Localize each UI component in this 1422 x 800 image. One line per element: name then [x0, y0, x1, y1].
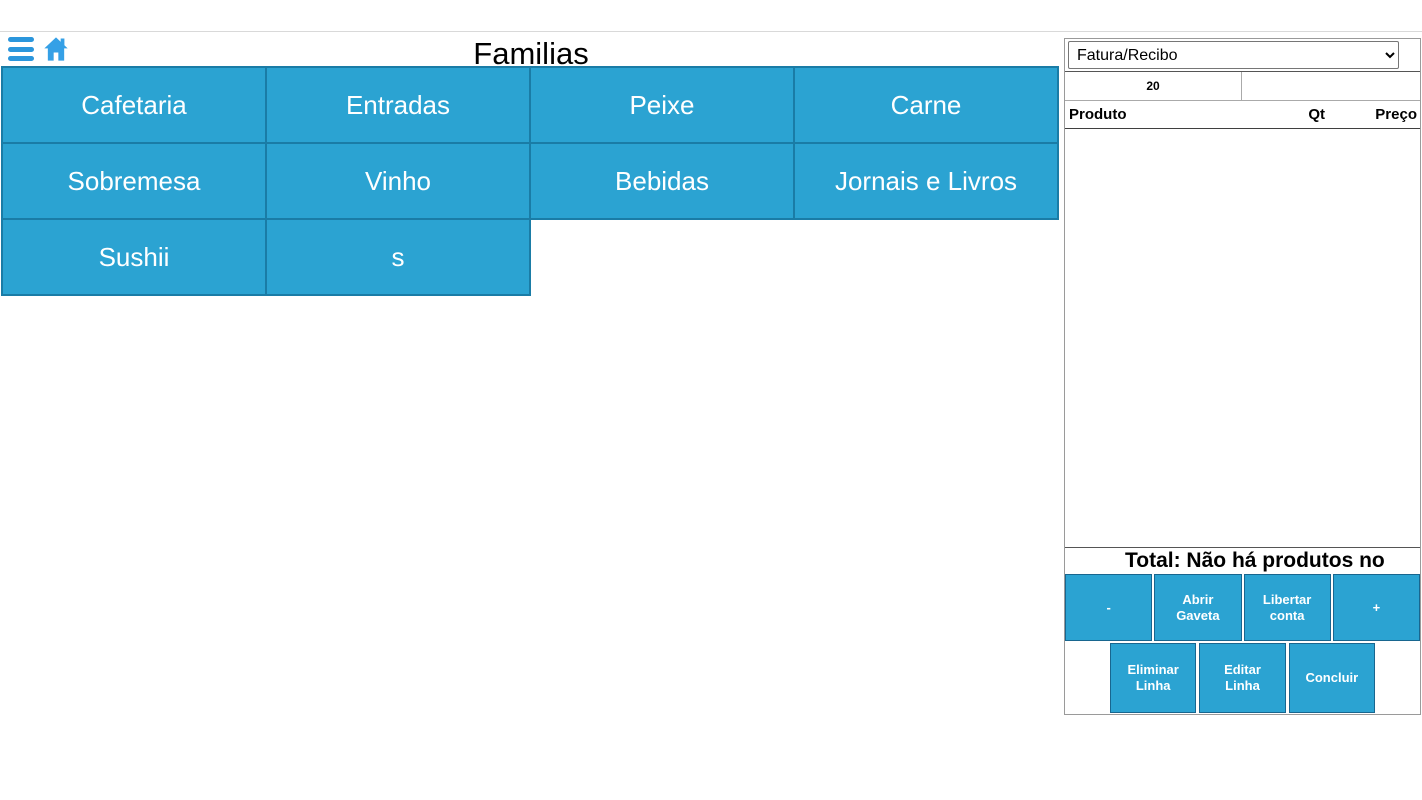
edit-line-button[interactable]: Editar Linha — [1199, 643, 1286, 713]
top-divider — [0, 31, 1422, 32]
table-number: 20 — [1065, 72, 1242, 100]
order-panel: Fatura/Recibo 20 Produto Qt Preço Total:… — [1064, 38, 1421, 715]
table-number-row: 20 — [1065, 71, 1420, 101]
document-type-select[interactable]: Fatura/Recibo — [1068, 41, 1399, 69]
release-account-button[interactable]: Libertar conta — [1243, 574, 1331, 641]
total-text: Total: Não há produtos no — [1065, 547, 1420, 573]
product-list — [1065, 129, 1420, 547]
product-table-header: Produto Qt Preço — [1065, 101, 1420, 129]
family-button-entradas[interactable]: Entradas — [265, 66, 531, 144]
hamburger-menu-button[interactable] — [8, 37, 34, 61]
home-button[interactable] — [42, 35, 70, 63]
family-button-cafetaria[interactable]: Cafetaria — [1, 66, 267, 144]
column-header-produto: Produto — [1069, 106, 1127, 123]
actions-row-1: - Abrir Gaveta Libertar conta + — [1065, 573, 1420, 642]
document-type-row: Fatura/Recibo — [1065, 39, 1420, 71]
family-button-sushii[interactable]: Sushii — [1, 218, 267, 296]
family-button-sobremesa[interactable]: Sobremesa — [1, 142, 267, 220]
plus-button[interactable]: + — [1332, 574, 1420, 641]
families-grid: Cafetaria Entradas Peixe Carne Sobremesa… — [1, 66, 1059, 296]
column-header-preco: Preço — [1375, 106, 1417, 123]
open-drawer-button[interactable]: Abrir Gaveta — [1154, 574, 1242, 641]
table-number-empty-cell — [1242, 72, 1420, 100]
column-header-qt: Qt — [1308, 106, 1325, 123]
family-button-vinho[interactable]: Vinho — [265, 142, 531, 220]
conclude-button[interactable]: Concluir — [1288, 643, 1375, 713]
family-button-bebidas[interactable]: Bebidas — [529, 142, 795, 220]
family-button-carne[interactable]: Carne — [793, 66, 1059, 144]
family-button-peixe[interactable]: Peixe — [529, 66, 795, 144]
delete-line-button[interactable]: Eliminar Linha — [1110, 643, 1197, 713]
home-icon — [44, 37, 68, 61]
hamburger-icon — [8, 37, 34, 42]
family-button-s[interactable]: s — [265, 218, 531, 296]
minus-button[interactable]: - — [1065, 574, 1153, 641]
actions-row-2: Eliminar Linha Editar Linha Concluir — [1065, 642, 1420, 714]
family-button-jornais-e-livros[interactable]: Jornais e Livros — [793, 142, 1059, 220]
